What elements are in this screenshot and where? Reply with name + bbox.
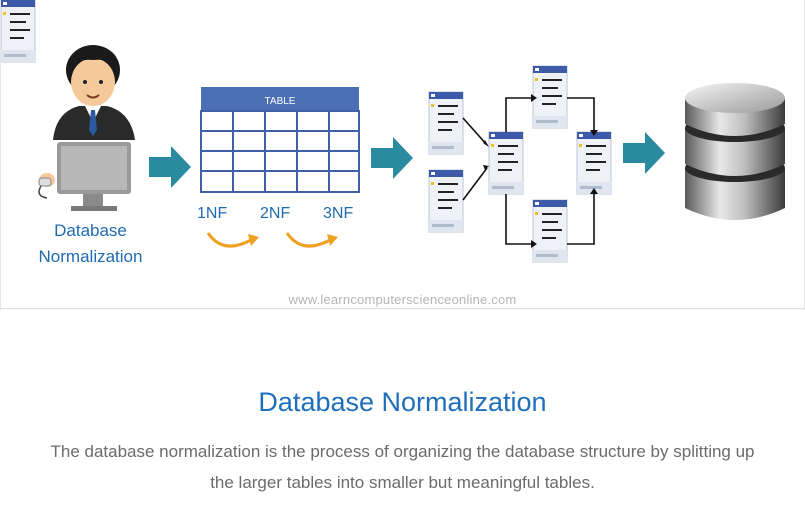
page-heading: Database Normalization	[258, 387, 547, 418]
diagram-figure: TABLE Database Normalization 1NF 2NF 3NF	[0, 0, 805, 310]
caption-divider	[0, 308, 805, 309]
table-grid-icon	[200, 87, 360, 193]
nf-label-1nf: 1NF	[197, 205, 228, 222]
table-header-text: TABLE	[265, 96, 296, 107]
description-paragraph: The database normalization is the proces…	[50, 442, 755, 492]
person-label-line2: Normalization	[38, 247, 143, 266]
arrow-right-icon	[623, 132, 665, 174]
arrowhead-icon	[248, 234, 338, 246]
diagram-canvas: TABLE	[1, 0, 785, 263]
database-icon	[685, 83, 785, 220]
nf-label-2nf: 2NF	[260, 205, 291, 222]
watermark: www.learncomputerscienceonline.com	[0, 292, 805, 307]
person-label-line1: Database	[54, 221, 127, 240]
watermark-text: www.learncomputerscienceonline.com	[284, 292, 521, 307]
nf-label-3nf: 3NF	[323, 205, 354, 222]
curved-arrow-icon	[206, 232, 331, 248]
arrow-right-icon	[149, 146, 191, 188]
arrow-right-icon	[371, 137, 413, 179]
person-at-computer-icon	[38, 45, 135, 211]
relational-tables-icon	[1, 0, 612, 263]
person-label: Database Normalization	[23, 218, 158, 270]
